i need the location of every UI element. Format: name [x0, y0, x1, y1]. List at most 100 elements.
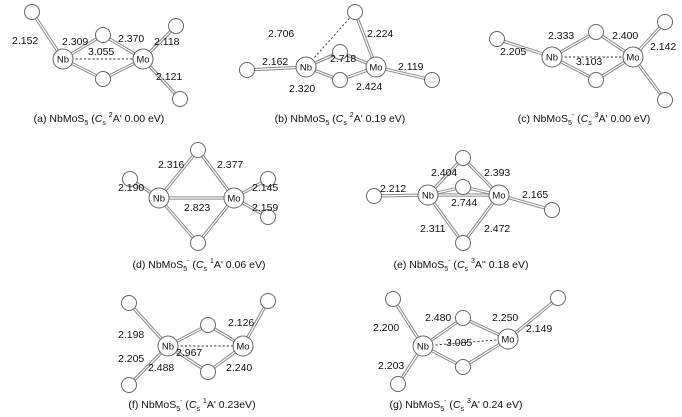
sulfur-atom [24, 4, 40, 20]
nb-atom [541, 46, 563, 68]
mo-atom [622, 46, 644, 68]
distance-label: 2.152 [12, 35, 38, 47]
distance-label: 2.240 [226, 362, 252, 374]
nb-atom-label: Nb [422, 191, 434, 202]
distance-label: 2.118 [154, 36, 180, 48]
distance-label: 3.103 [576, 56, 602, 68]
sulfur-atom [190, 142, 206, 158]
sulfur-atom [366, 188, 382, 204]
sulfur-atom [332, 72, 348, 88]
sulfur-atom [260, 171, 276, 187]
mo-atom-label: Mo [136, 55, 149, 66]
sulfur-atom [424, 72, 440, 88]
distance-label: 2.823 [184, 202, 210, 214]
nb-atom-label: Nb [417, 342, 429, 353]
sulfur-atom [657, 92, 673, 108]
mo-atom-label: Mo [501, 335, 514, 346]
sulfur-atom [239, 62, 255, 78]
caption: (g) NbMoS5- (Cs 3A' 0.24 eV) [390, 398, 523, 413]
sulfur-atom [172, 91, 188, 107]
sulfur-atom [260, 209, 276, 225]
mo-atom [232, 335, 254, 357]
distance-label: 2.205 [500, 46, 526, 58]
distance-label: 2.333 [548, 30, 574, 42]
sulfur-atom [121, 295, 137, 311]
sulfur-atom [122, 171, 138, 187]
distance-label: 2.718 [330, 53, 356, 65]
distance-label: 2.119 [398, 61, 424, 73]
distance-label: 2.404 [431, 167, 457, 179]
sulfur-atom [544, 202, 560, 218]
sulfur-atom [550, 290, 566, 306]
caption: (b) NbMoS5 (Cs 2A' 0.19 eV) [275, 112, 406, 127]
sulfur-atom [588, 24, 604, 40]
distance-label: 2.200 [373, 322, 399, 334]
mo-atom [365, 56, 387, 78]
nb-atom [295, 56, 317, 78]
distance-label: 3.085 [446, 337, 472, 349]
distance-label: 2.370 [118, 33, 144, 45]
sulfur-atom [168, 18, 184, 34]
nb-atom [148, 187, 170, 209]
caption: (f) NbMoS5- (Cs 1A' 0.23eV) [128, 398, 255, 413]
distance-label: 2.967 [176, 347, 202, 359]
distance-label: 2.212 [380, 183, 406, 195]
mo-atom-label: Mo [626, 53, 639, 64]
distance-label: 2.744 [451, 197, 477, 209]
distance-label: 2.311 [420, 223, 446, 235]
distance-label: 2.393 [484, 167, 510, 179]
mo-atom-label: Mo [227, 194, 240, 205]
distance-label: 2.159 [252, 202, 278, 214]
sulfur-atom [190, 235, 206, 251]
distance-label: 2.224 [367, 28, 393, 40]
distance-label: 2.142 [650, 41, 676, 53]
sulfur-atom [200, 364, 216, 380]
sulfur-atom [347, 4, 363, 20]
sulfur-atom [455, 310, 471, 326]
distance-label: 2.165 [522, 189, 548, 201]
distance-label: 2.145 [252, 182, 278, 194]
mo-atom-label: Mo [492, 191, 505, 202]
distance-label: 2.250 [492, 312, 518, 324]
distance-label: 2.480 [425, 312, 451, 324]
distance-label: 2.203 [378, 360, 404, 372]
mo-atom-label: Mo [236, 342, 249, 353]
sulfur-atom [332, 44, 348, 60]
nb-atom-label: Nb [546, 53, 558, 64]
distance-label: 2.377 [217, 159, 243, 171]
sulfur-atom [455, 179, 471, 195]
nb-atom-label: Nb [57, 55, 69, 66]
caption: (d) NbMoS5- (Cs 1A' 0.06 eV) [133, 258, 266, 273]
molecule-e: Nb Mo 2.404 2.393 2.212 2.744 2.165 2.311 2.472 (… [366, 150, 560, 273]
distance-label: 2.706 [268, 28, 294, 40]
nb-atom [157, 335, 179, 357]
sulfur-atom [200, 317, 216, 333]
mo-atom [223, 187, 245, 209]
caption: (a) NbMoS5 (Cs 2A' 0.00 eV) [34, 112, 165, 127]
sulfur-atom [455, 150, 471, 166]
sulfur-atom [390, 376, 406, 392]
sulfur-atom [260, 293, 276, 309]
distance-label: 2.126 [228, 317, 254, 329]
mo-atom-label: Mo [369, 63, 382, 74]
distance-label: 2.316 [158, 159, 184, 171]
sulfur-atom [121, 377, 137, 393]
sulfur-atom [489, 31, 505, 47]
mo-atom [497, 328, 519, 350]
distance-label: 2.162 [262, 56, 288, 68]
caption: (e) NbMoS5- (Cs 3A'' 0.18 eV) [394, 258, 529, 273]
distance-label: 2.472 [484, 223, 510, 235]
bond-dashed [422, 338, 509, 347]
sulfur-atom [95, 71, 111, 87]
sulfur-atom [455, 359, 471, 375]
sulfur-atom [95, 27, 111, 43]
distance-label: 2.121 [156, 71, 182, 83]
sulfur-atom [385, 291, 401, 307]
nb-atom-label: Nb [153, 194, 165, 205]
nb-atom [52, 48, 74, 70]
